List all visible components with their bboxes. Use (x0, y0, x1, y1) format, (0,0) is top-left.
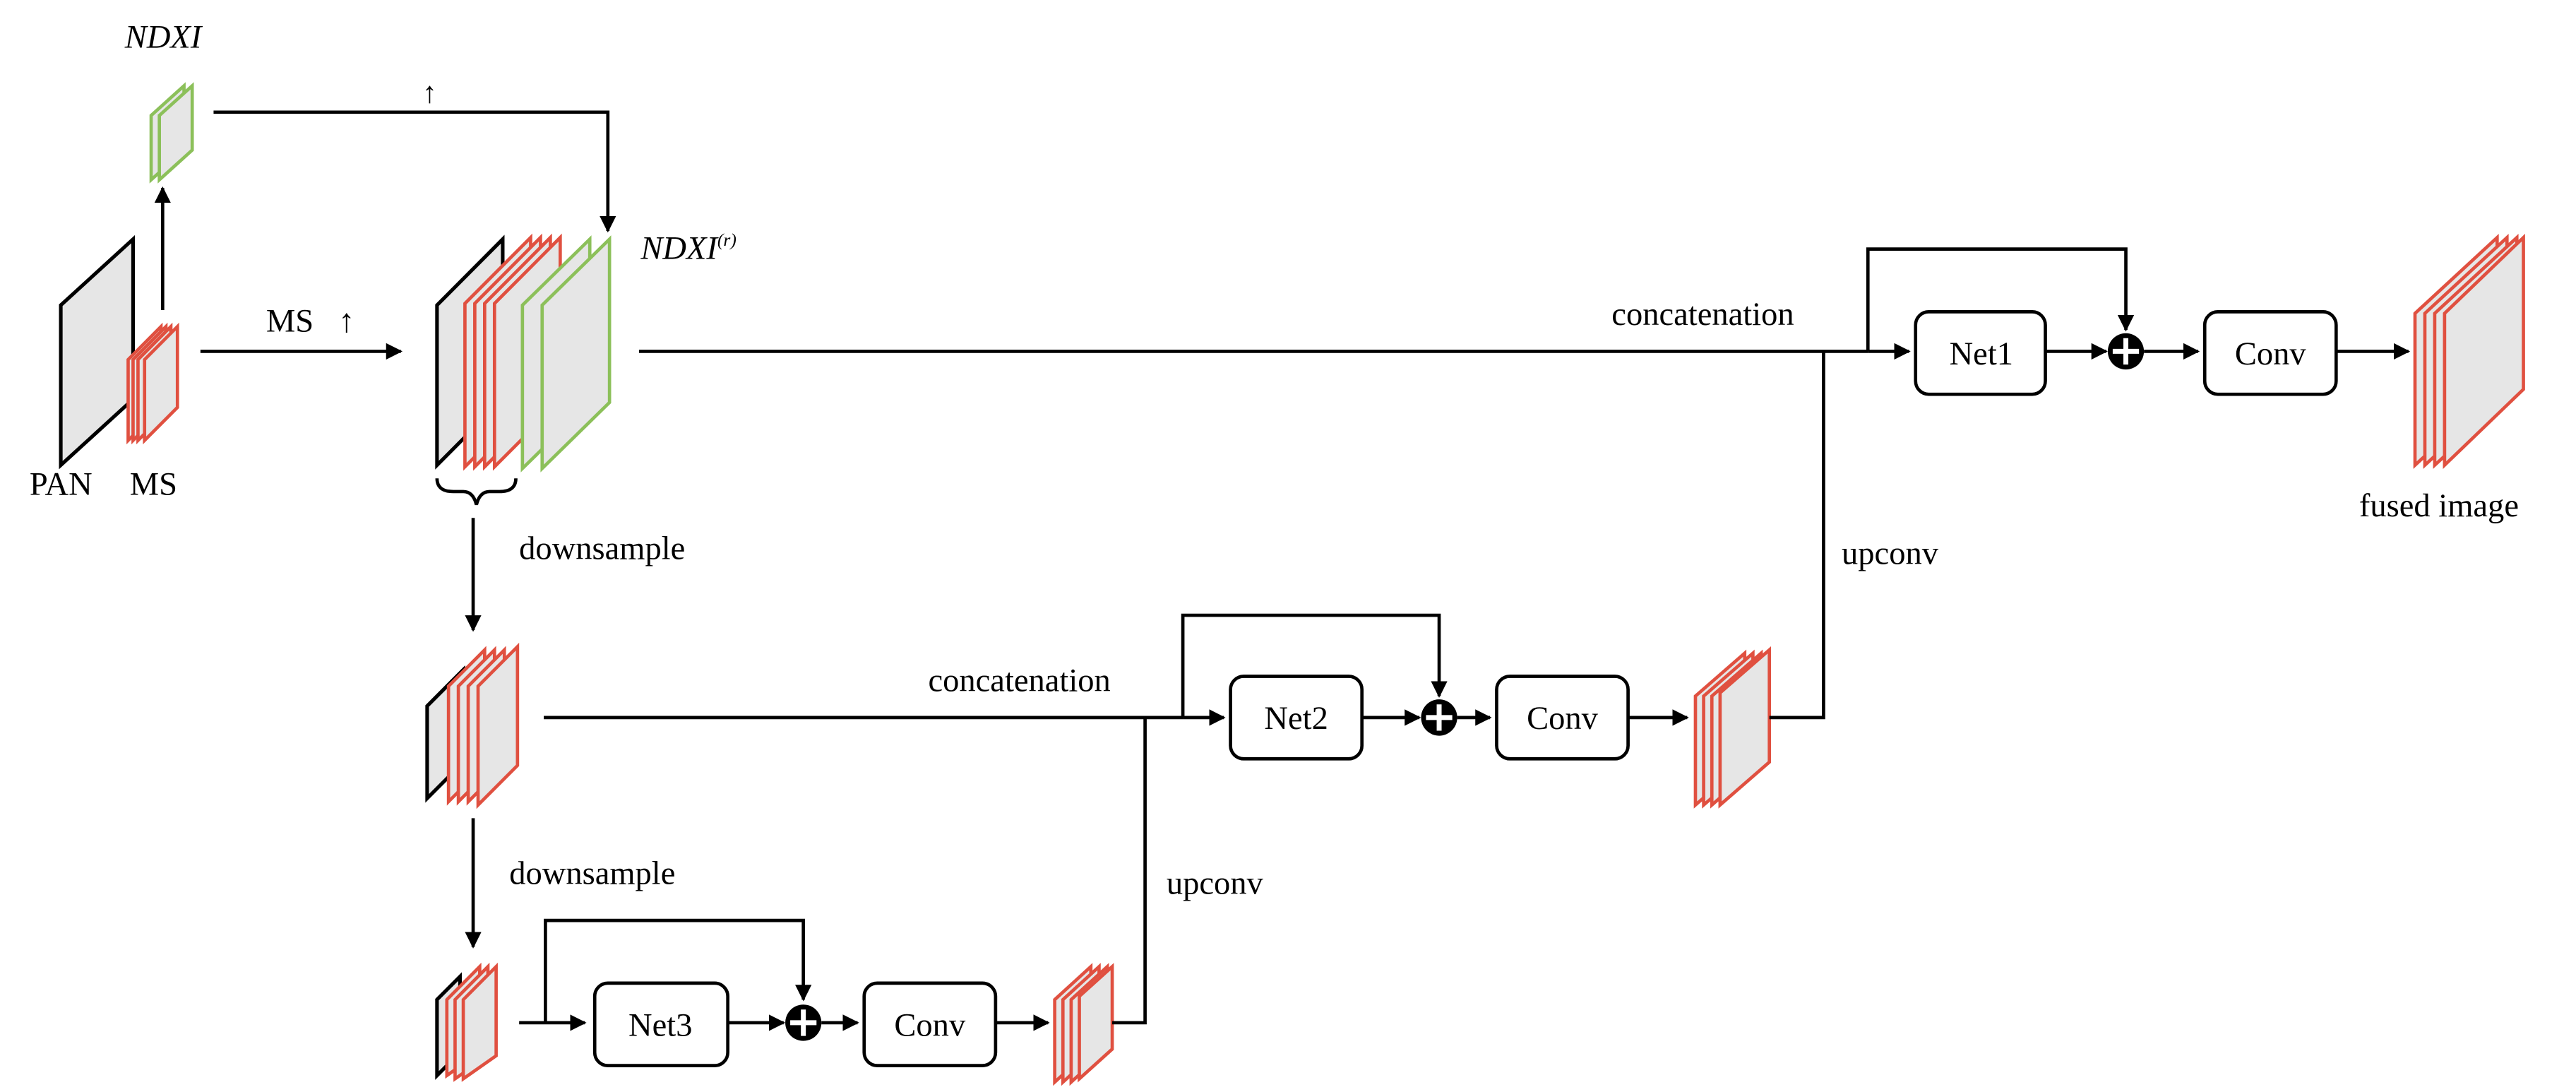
pan-label: PAN (30, 466, 93, 503)
ndxi-layer (149, 82, 194, 184)
concatenation-label-2: concatenation (928, 662, 1110, 699)
conv3-label: Conv (894, 1007, 966, 1044)
concatenation-label-1: concatenation (1611, 296, 1794, 333)
ndxi-label: NDXI (124, 19, 203, 56)
stack-level3 (435, 962, 498, 1082)
stack-level1 (435, 233, 612, 473)
upconv-label-1: upconv (1167, 865, 1264, 902)
add-icon-2 (1421, 699, 1457, 736)
ms-label: MS (130, 466, 177, 503)
ms-up-label: MS (266, 302, 314, 339)
upconv-label-2: upconv (1842, 535, 1939, 572)
downsample-label-2: downsample (509, 855, 675, 892)
ms-stack (126, 322, 179, 445)
conv2-label: Conv (1527, 700, 1599, 737)
ms-up-arrow-icon: ↑ (338, 302, 354, 339)
ndxi-up-arrow-icon: ↑ (422, 77, 437, 109)
add-icon-3 (785, 1004, 822, 1041)
fused-image-stack (2413, 233, 2525, 470)
stack-level2-out (1693, 646, 1771, 809)
add-icon-1 (2107, 333, 2145, 370)
downsample-label-1: downsample (519, 530, 685, 567)
stack-level3-out (1053, 963, 1114, 1086)
fused-image-label: fused image (2359, 487, 2519, 524)
brace-icon (435, 478, 518, 506)
ndxi-r-label: NDXI(r) (640, 230, 737, 267)
conv1-label: Conv (2235, 336, 2307, 372)
stack-level2 (425, 642, 520, 809)
net2-label: Net2 (1264, 700, 1328, 737)
net1-label: Net1 (1950, 336, 2013, 372)
pan-image (59, 235, 136, 470)
net3-label: Net3 (628, 1007, 692, 1044)
